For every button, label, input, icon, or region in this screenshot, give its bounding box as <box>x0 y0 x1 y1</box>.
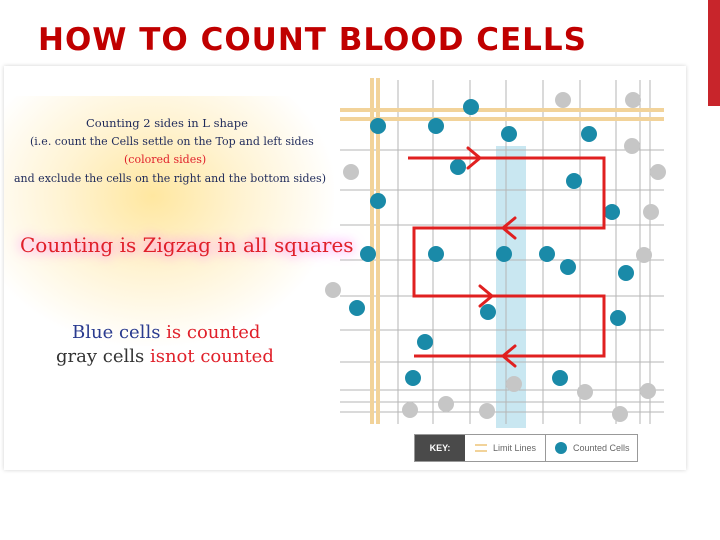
gray-dot-icon <box>625 92 641 108</box>
blue-dot-icon <box>610 310 626 326</box>
arrowhead-icon <box>500 216 517 240</box>
key-divider <box>545 435 546 461</box>
gray-dot-icon <box>650 164 666 180</box>
arrowhead-icon <box>466 146 483 170</box>
key-counted-cells: Counted Cells <box>573 443 630 453</box>
gray-dot-icon <box>438 396 454 412</box>
blue-dot-icon <box>428 118 444 134</box>
gray-dot-icon <box>643 204 659 220</box>
blue-dot-icon <box>370 193 386 209</box>
arrowhead-icon <box>478 284 495 308</box>
blue-cells-word: Blue cells <box>72 322 161 343</box>
blue-dot-icon <box>370 118 386 134</box>
blue-dot-icon <box>417 334 433 350</box>
zigzag-path <box>408 146 606 368</box>
blue-dot-icon <box>560 259 576 275</box>
gray-dot-icon <box>640 383 656 399</box>
blue-dot-icon <box>405 370 421 386</box>
gray-cells-word: gray cells <box>56 346 145 367</box>
gray-dot-icon <box>343 164 359 180</box>
blue-dot-icon <box>552 370 568 386</box>
blue-dot-icon <box>618 265 634 281</box>
gray-dot-icon <box>555 92 571 108</box>
gray-dot-icon <box>577 384 593 400</box>
blue-dot-icon <box>501 126 517 142</box>
gray-cells-note: gray cells isnot counted <box>56 346 274 367</box>
gray-dot-icon <box>636 247 652 263</box>
gray-dot-icon <box>402 402 418 418</box>
zigzag-line <box>408 156 606 358</box>
blue-dot-icon <box>463 99 479 115</box>
key-limit-lines: Limit Lines <box>493 443 537 453</box>
slide-title: HOW TO COUNT BLOOD CELLS <box>38 22 588 58</box>
blue-dot-icon <box>581 126 597 142</box>
blue-dot-icon <box>360 246 376 262</box>
rule-colored-sides: (colored sides) <box>124 153 207 166</box>
instruction-glow <box>4 96 334 346</box>
rule-heading: Counting 2 sides in L shape <box>86 116 248 130</box>
blue-dot-icon <box>480 304 496 320</box>
gray-dot-icon <box>325 282 341 298</box>
cells <box>325 92 666 422</box>
gray-dot-icon <box>624 138 640 154</box>
blue-dot-icon <box>539 246 555 262</box>
blue-dot-icon <box>450 159 466 175</box>
gray-dot-icon <box>479 403 495 419</box>
blue-dot-icon <box>496 246 512 262</box>
blue-dot-icon <box>349 300 365 316</box>
key-heading: KEY: <box>415 435 465 461</box>
blue-dot-icon <box>604 204 620 220</box>
rule-detail: (i.e. count the Cells settle on the Top … <box>30 135 314 148</box>
zigzag-rule: Counting is Zigzag in all squares <box>20 233 354 257</box>
gray-dot-icon <box>506 376 522 392</box>
gray-dot-icon <box>612 406 628 422</box>
blue-cells-note: Blue cells is counted <box>72 322 260 343</box>
rule-exclusion: and exclude the cells on the right and t… <box>14 172 326 185</box>
arrowhead-icon <box>500 344 517 368</box>
blue-dot-icon <box>566 173 582 189</box>
key-legend: KEY: Limit Lines Counted Cells <box>414 434 638 462</box>
isnot-counted-text: isnot counted <box>144 346 274 367</box>
is-counted-text: is counted <box>160 322 261 343</box>
blue-dot-icon <box>428 246 444 262</box>
double-line-icon <box>475 442 487 454</box>
accent-bar <box>708 0 720 106</box>
blue-dot-icon <box>555 442 567 454</box>
